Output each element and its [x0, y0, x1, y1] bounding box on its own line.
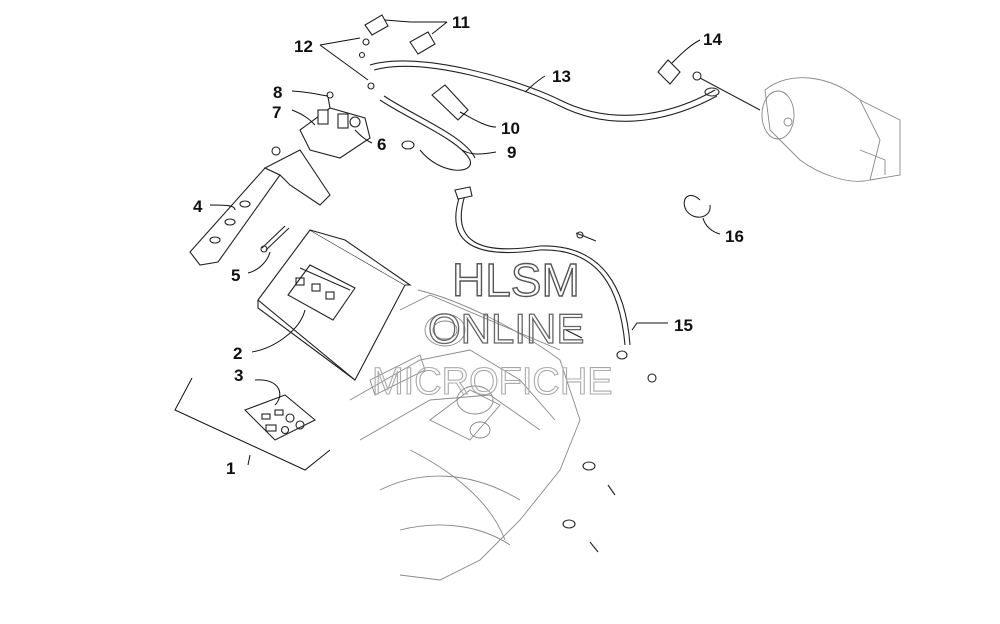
kit-outline	[174, 377, 331, 471]
callout-11: 11	[452, 13, 470, 32]
watermark: HLSM ONLINE MICROFICHE	[371, 253, 613, 403]
battery	[257, 229, 412, 381]
watermark-line-1: HLSM	[452, 254, 580, 306]
callout-6: 6	[377, 135, 386, 154]
starter-solenoid	[299, 91, 371, 159]
solenoid-to-starter-cable	[369, 60, 720, 122]
callout-16: 16	[725, 227, 744, 246]
watermark-line-3: MICROFICHE	[372, 361, 613, 403]
bracket-bolt	[260, 225, 290, 253]
callout-9: 9	[507, 143, 516, 162]
callout-3: 3	[234, 366, 243, 385]
callout-5: 5	[231, 266, 240, 285]
callout-12: 12	[294, 37, 313, 56]
callout-7: 7	[272, 103, 281, 122]
snap-ring	[683, 195, 711, 218]
callout-15: 15	[674, 316, 693, 335]
chassis-frame	[349, 289, 581, 581]
hardware-kit	[244, 394, 316, 441]
callout-2: 2	[233, 344, 242, 363]
callout-8: 8	[273, 83, 282, 102]
callout-4: 4	[193, 197, 203, 216]
battery-to-solenoid-cable	[379, 95, 476, 171]
starter-terminal-boot	[657, 59, 761, 111]
cable-boot	[431, 84, 469, 121]
terminal-boots	[358, 14, 436, 90]
callout-labels: 1 2 3 4 5 6 7 8 9 10 11 12 13 14 15 16	[193, 13, 744, 478]
frame-fasteners	[562, 461, 616, 553]
callout-14: 14	[703, 30, 722, 49]
leader-lines	[209, 19, 721, 466]
battery-bracket	[189, 146, 331, 266]
ground-cable	[454, 186, 657, 383]
callout-13: 13	[552, 67, 571, 86]
starter-motor	[761, 77, 901, 182]
watermark-line-2: ONLINE	[428, 305, 584, 352]
callout-1: 1	[226, 459, 235, 478]
callout-10: 10	[501, 119, 520, 138]
